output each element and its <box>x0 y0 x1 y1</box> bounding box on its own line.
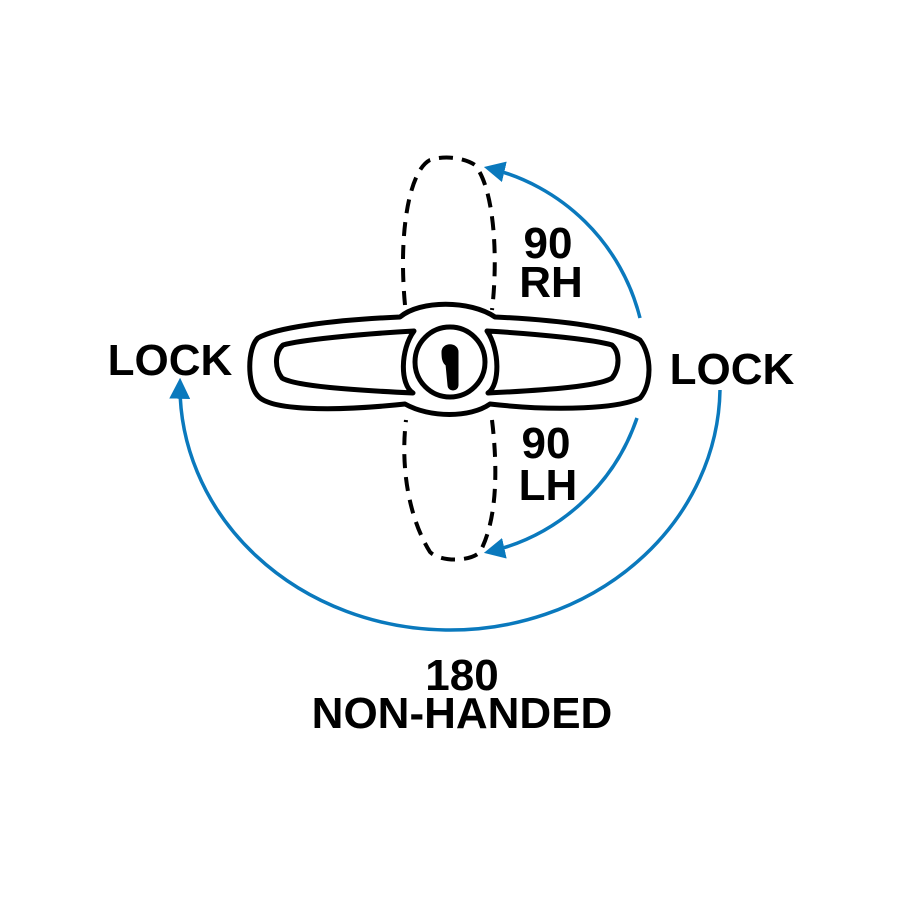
lh-90-arrow <box>483 417 639 559</box>
lh-label: LH <box>519 461 578 510</box>
t-handle <box>247 301 652 417</box>
lock-left-label: LOCK <box>108 336 233 385</box>
rh-degrees-label: 90 <box>524 219 573 268</box>
dashed-rotated-handle <box>401 155 498 562</box>
rh-label: RH <box>519 258 583 307</box>
nonhanded-180-arrow <box>169 377 722 632</box>
lh-degrees-label: 90 <box>522 419 571 468</box>
lock-right-label: LOCK <box>670 345 795 394</box>
nonhanded-label: NON-HANDED <box>312 689 613 738</box>
rh-90-arrow <box>483 161 642 319</box>
nonhanded-degrees-label: 180 <box>425 651 498 700</box>
